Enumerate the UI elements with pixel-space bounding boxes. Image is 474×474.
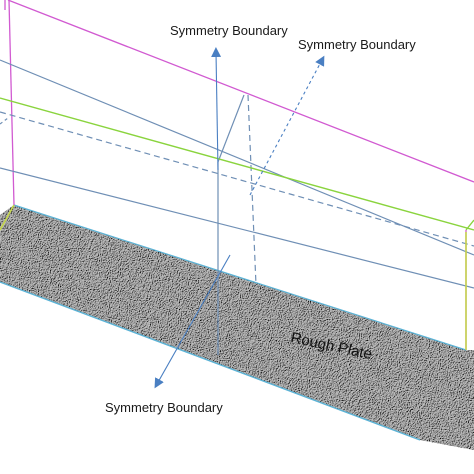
left-yellow-edge [0, 204, 15, 231]
divider-vertical-back-dashed [247, 94, 257, 286]
inner-mid-edge [0, 167, 474, 289]
rough-plate [0, 204, 474, 450]
label-symmetry-bottom: Symmetry Boundary [105, 400, 223, 415]
arrow-top-right [249, 55, 325, 196]
inner-top-edge [0, 59, 474, 256]
plate-front-edge [0, 281, 421, 441]
label-symmetry-top-left: Symmetry Boundary [170, 23, 288, 38]
divider-diagonal [217, 94, 245, 163]
arrow-bottom [154, 254, 231, 389]
arrow-top-left [211, 47, 222, 171]
plate-back-edge [13, 204, 467, 351]
inner-frame [0, 59, 474, 355]
rough-plate-texture [0, 205, 474, 450]
inner-mid-dashed [0, 111, 474, 247]
colored-edges [0, 97, 474, 350]
label-symmetry-top-right: Symmetry Boundary [298, 37, 416, 52]
left-dashed-stub [0, 117, 9, 125]
right-green-edge [465, 219, 474, 231]
arrows [154, 47, 325, 389]
outer-left-vertical [8, 0, 15, 206]
outer-top-edge [7, 0, 474, 183]
green-edge [0, 97, 474, 231]
